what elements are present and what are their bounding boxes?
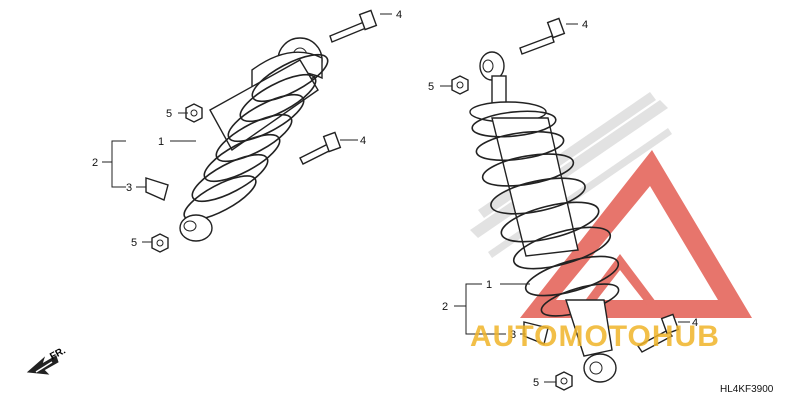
callout-4: 4	[360, 135, 366, 147]
left-lower-bolt	[299, 131, 342, 165]
callout-5: 5	[533, 377, 539, 389]
diagram-code: HL4KF3900	[720, 384, 774, 395]
left-lower-nut	[151, 233, 169, 253]
callout-5: 5	[131, 237, 137, 249]
left-label-tag	[145, 177, 169, 201]
callout-5: 5	[166, 108, 172, 120]
callout-1: 1	[486, 279, 492, 291]
left-upper-nut	[185, 103, 203, 123]
right-upper-bolt	[519, 17, 566, 55]
right-lower-bolt	[636, 313, 680, 353]
right-label-tag	[523, 321, 549, 345]
callout-3: 3	[126, 182, 132, 194]
callout-2: 2	[92, 157, 98, 169]
right-lower-nut	[555, 371, 573, 391]
watermark-brand: AUTOMOTOHUB	[470, 320, 720, 353]
callout-2: 2	[442, 301, 448, 313]
left-leader-lines	[102, 13, 392, 243]
right-shock-absorber	[469, 51, 620, 383]
left-shock-absorber	[179, 37, 329, 242]
front-arrow: FR.	[26, 345, 68, 375]
left-upper-bolt	[329, 9, 378, 43]
right-upper-nut	[451, 75, 469, 95]
front-label: FR.	[48, 345, 68, 362]
callout-4: 4	[396, 9, 402, 21]
callout-5: 5	[428, 81, 434, 93]
callout-3: 3	[510, 329, 516, 341]
left-callouts: 4 5 1 2 3 4 5	[92, 9, 402, 249]
callout-1: 1	[158, 136, 164, 148]
right-leader-lines	[440, 23, 690, 383]
watermark-text: AUTOMOTOHUB	[470, 320, 720, 353]
callout-4: 4	[692, 317, 698, 329]
right-callouts: 4 5 1 2 3 4 5	[428, 19, 698, 389]
callout-4: 4	[582, 19, 588, 31]
